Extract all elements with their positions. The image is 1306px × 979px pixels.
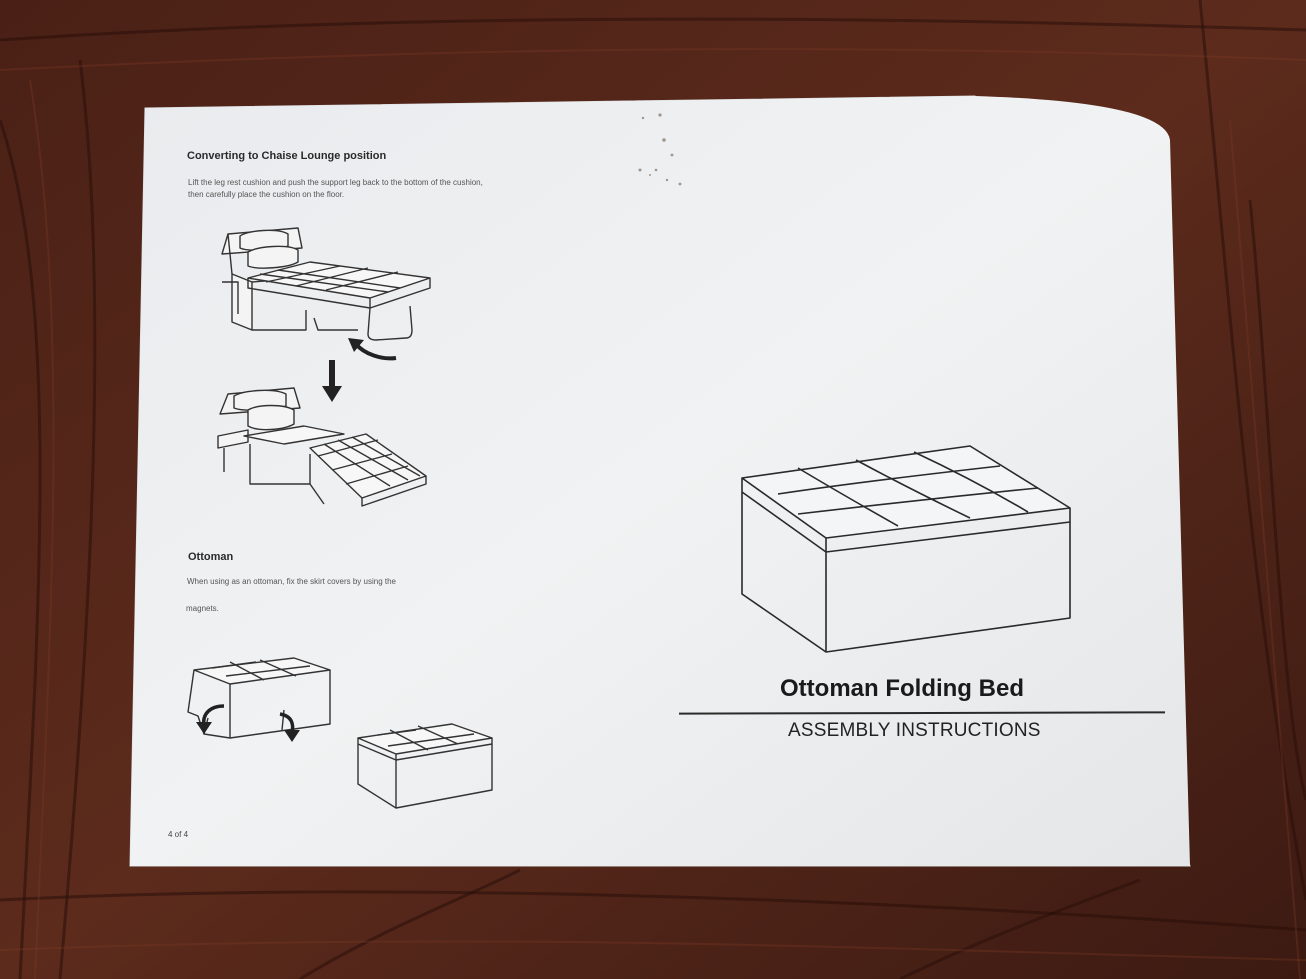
chaise-instruction-line-1: Lift the leg rest cushion and push the s… (188, 178, 483, 187)
chaise-section-title: Converting to Chaise Lounge position (187, 150, 387, 162)
chaise-lounge-icon (214, 384, 434, 514)
sofa-bed-icon (218, 226, 438, 366)
page-number: 4 of 4 (168, 830, 189, 839)
curved-arrow-icon (344, 334, 404, 364)
ottoman-instruction-line-2: magnets. (186, 604, 219, 613)
document-title: Ottoman Folding Bed (780, 675, 1024, 702)
document-subtitle: ASSEMBLY INSTRUCTIONS (788, 720, 1041, 741)
ottoman-box-icon (356, 722, 496, 812)
ottoman-instruction-line-1: When using as an ottoman, fix the skirt … (187, 577, 396, 586)
ottoman-section-title: Ottoman (188, 551, 234, 563)
ottoman-skirt-icon (184, 654, 344, 744)
chaise-instruction-line-2: then carefully place the cushion on the … (188, 190, 345, 199)
ottoman-large-icon (738, 442, 1078, 657)
arrow-down-icon (320, 360, 344, 404)
